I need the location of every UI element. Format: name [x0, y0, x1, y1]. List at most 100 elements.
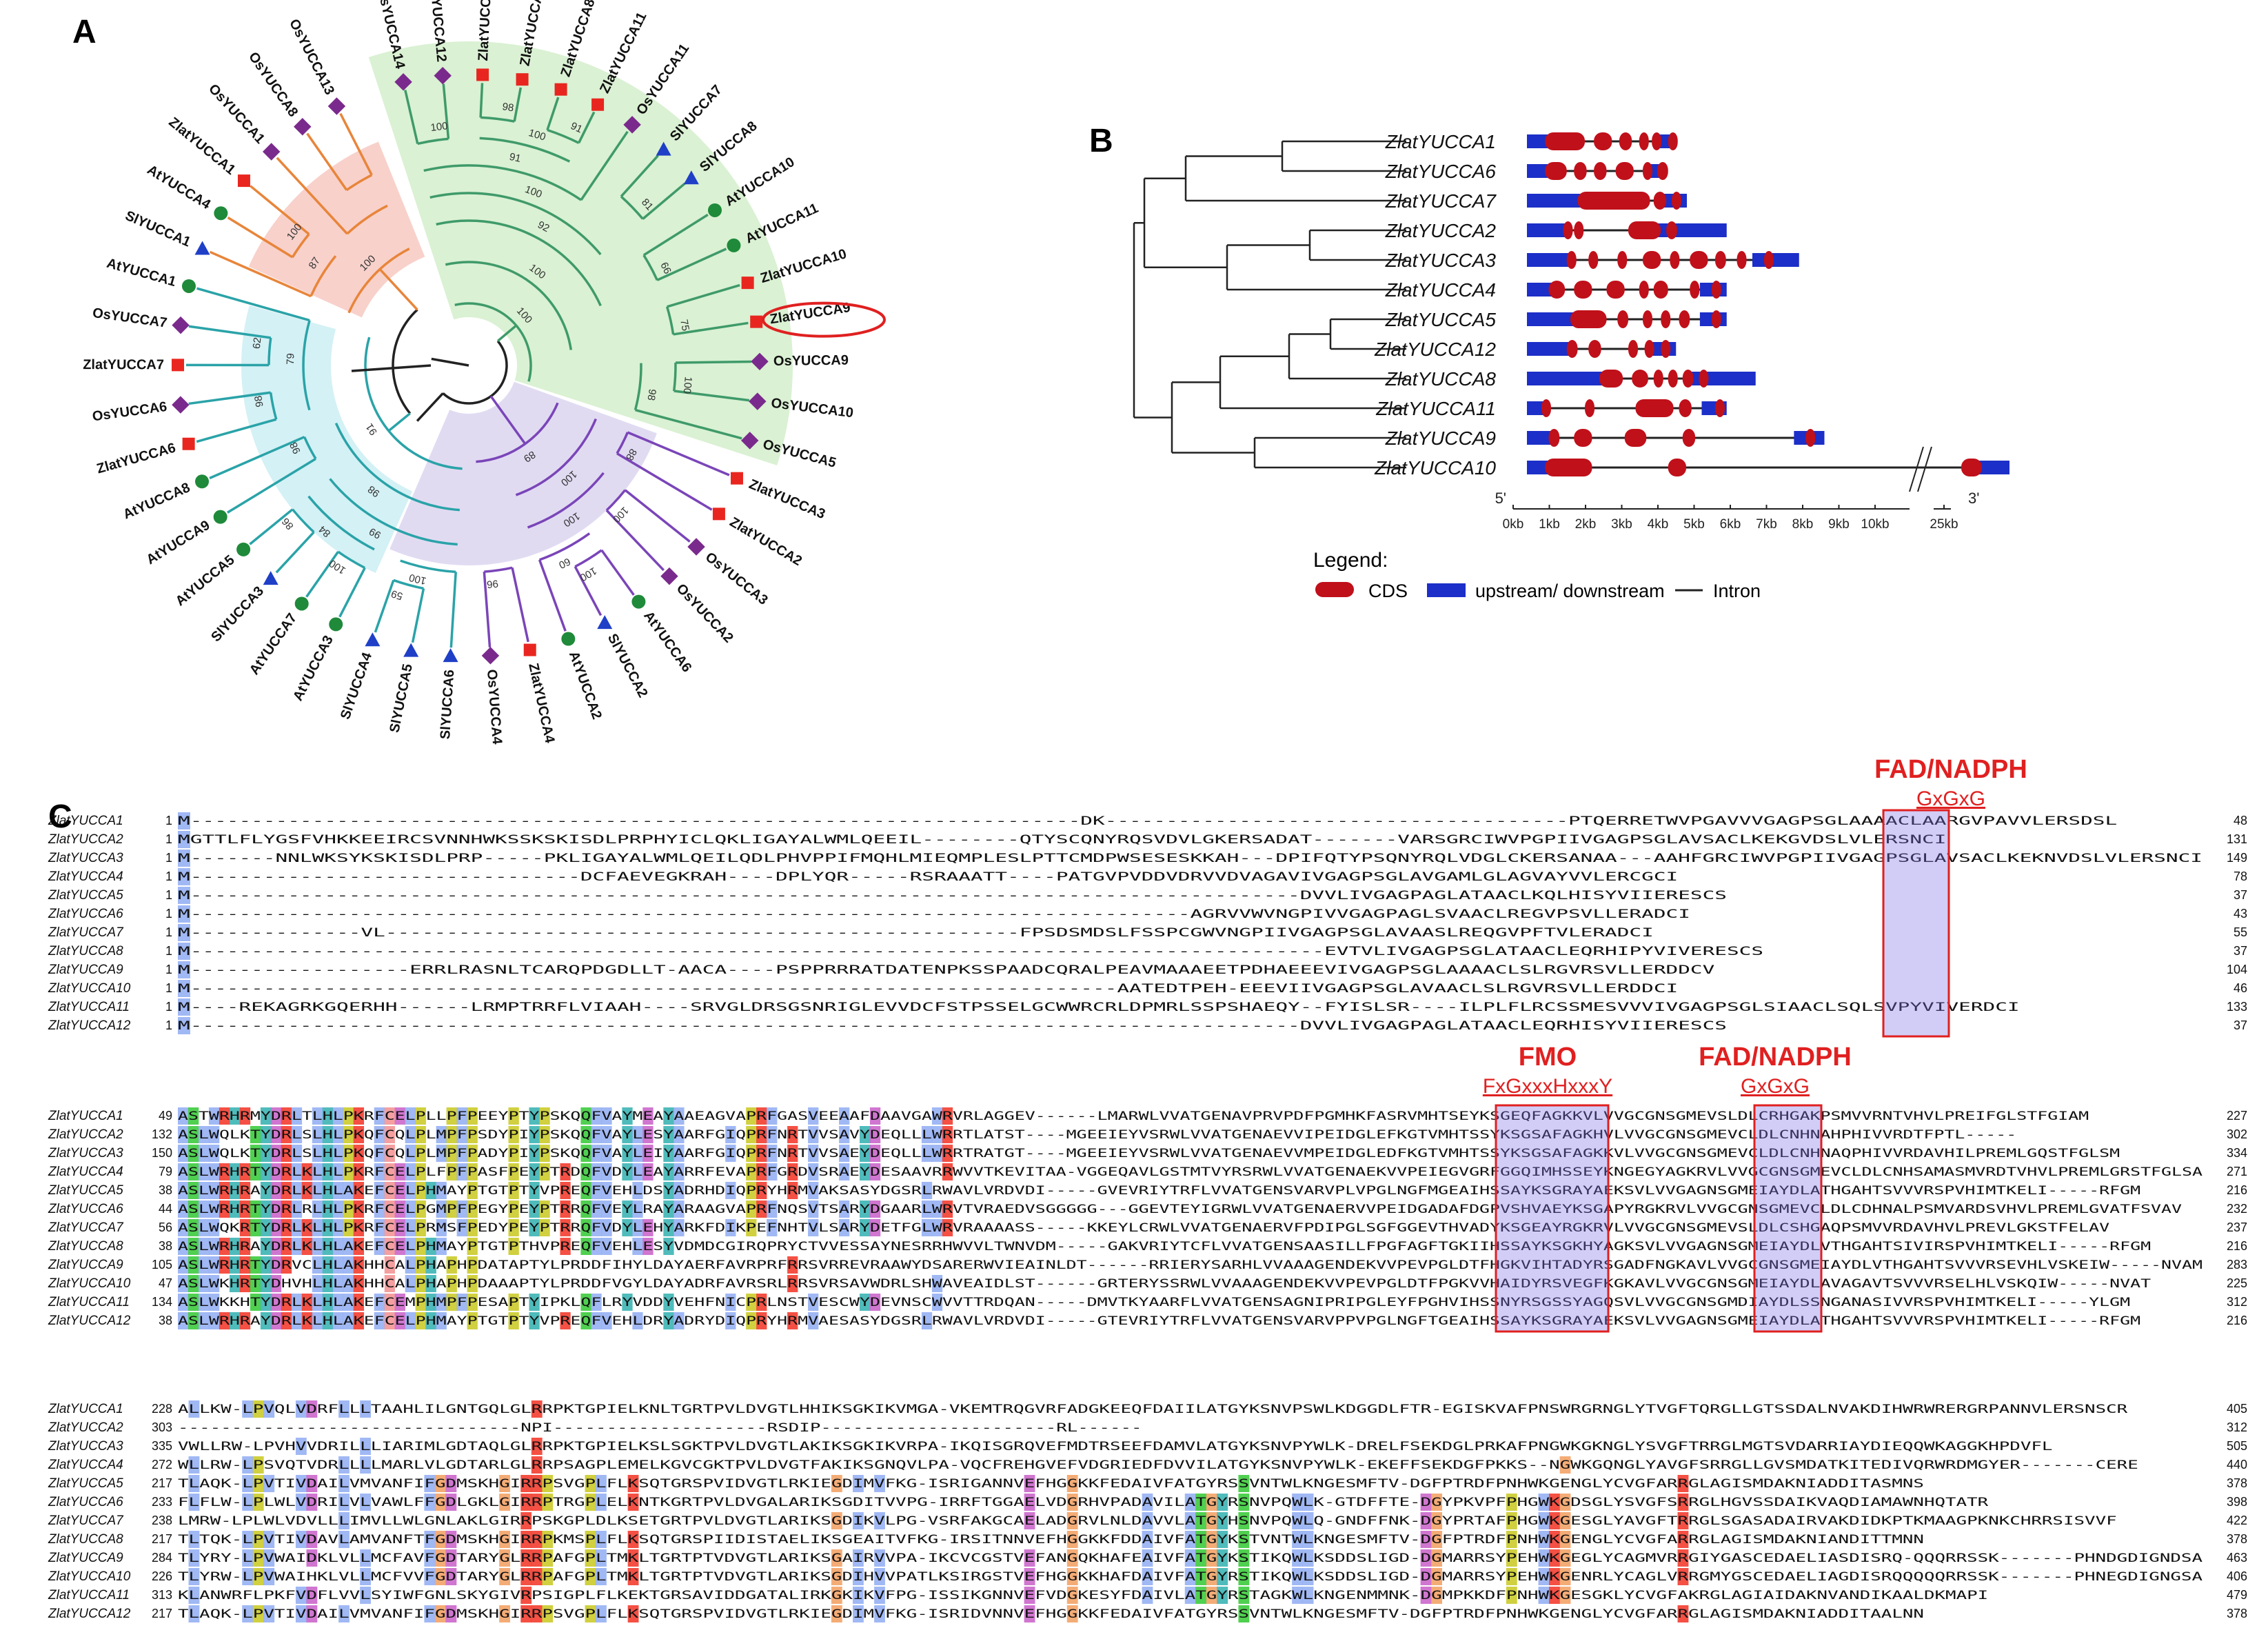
alignment-seq-name: ZlatYUCCA6 [48, 1495, 123, 1509]
residue-cell [931, 1145, 943, 1162]
residue-cell [1559, 1494, 1571, 1511]
residue-cell [1238, 1587, 1250, 1604]
species-marker-zlat [741, 277, 754, 290]
species-marker-zlat [730, 472, 743, 485]
alignment-start-pos: 1 [165, 981, 172, 995]
residue-cell [332, 1126, 344, 1143]
utr5-block [1527, 342, 1574, 356]
residue-cell [178, 812, 190, 830]
residue-cell [270, 1256, 282, 1274]
residue-cell [281, 1294, 292, 1311]
residue-cell [787, 1126, 798, 1143]
residue-cell [343, 1256, 354, 1274]
residue-cell [1184, 1549, 1196, 1567]
tree-branch [489, 395, 527, 445]
species-marker-os [481, 647, 500, 665]
residue-cell [627, 1605, 639, 1622]
gene-name: ZlatYUCCA5 [1385, 309, 1497, 330]
residue-cell [360, 1400, 372, 1418]
cds-block [1574, 221, 1584, 239]
residue-cell [859, 1163, 871, 1180]
tree-branch [580, 130, 629, 201]
residue-cell [281, 1238, 292, 1255]
residue-cell [242, 1568, 254, 1585]
residue-cell [756, 1107, 767, 1125]
tree-node-arc [620, 195, 644, 220]
residue-cell [1549, 1494, 1560, 1511]
bootstrap-label: 98 [366, 483, 383, 500]
residue-cell [1506, 1549, 1517, 1567]
residue-cell [1142, 1512, 1153, 1529]
residue-cell [306, 1587, 318, 1604]
residue-cell [260, 1145, 272, 1162]
residue-cell [467, 1200, 478, 1218]
residue-cell [322, 1312, 334, 1329]
alignment-seq-name: ZlatYUCCA4 [48, 1165, 123, 1179]
bootstrap-label: 100 [408, 572, 427, 587]
residue-cell [188, 1587, 200, 1604]
tree-branch [496, 324, 517, 342]
residue-cell [332, 1312, 344, 1329]
tree-branch [546, 97, 560, 131]
species-marker-sl [194, 241, 210, 255]
bootstrap-label: 99 [367, 525, 383, 541]
residue-cell [208, 1275, 220, 1292]
residue-cell [242, 1475, 254, 1492]
tree-node-arc [347, 248, 410, 314]
cds-block [1699, 370, 1709, 388]
residue-cell [746, 1126, 757, 1143]
species-marker-os [172, 316, 190, 334]
residue-cell [250, 1163, 261, 1180]
residue-cell [239, 1238, 251, 1255]
tree-branch [442, 83, 450, 139]
residue-cell [725, 1294, 736, 1311]
species-marker-at [294, 596, 309, 611]
axis-tick-label: 4kb [1648, 517, 1669, 532]
residue-cell [374, 1107, 385, 1125]
cds-block [1599, 370, 1623, 388]
residue-cell [436, 1238, 447, 1255]
alignment-seq-name: ZlatYUCCA4 [48, 1458, 123, 1472]
residue-cell [1538, 1512, 1550, 1529]
residue-cell [281, 1256, 292, 1274]
gene-name: ZlatYUCCA10 [1374, 457, 1496, 479]
residue-cell [405, 1275, 416, 1292]
bootstrap-label: 100 [430, 120, 449, 134]
residue-cell [343, 1219, 354, 1236]
residue-cell [1238, 1568, 1250, 1585]
residue-cell [1559, 1456, 1571, 1474]
utr5-block [1527, 283, 1556, 297]
alignment-end-pos: 216 [2227, 1239, 2247, 1253]
residue-cell [853, 1549, 864, 1567]
residue-cell [1206, 1512, 1217, 1529]
residue-cell [580, 1126, 591, 1143]
residue-cell [531, 1568, 543, 1585]
residue-cell [1217, 1512, 1228, 1529]
residue-cell [270, 1126, 282, 1143]
residue-cell [1217, 1494, 1228, 1511]
residue-cell [1184, 1531, 1196, 1548]
tree-node-arc [479, 137, 571, 163]
residue-cell [405, 1256, 416, 1274]
tree-leaf-label: OsYUCCA7 [92, 305, 168, 331]
tree-node-arc [329, 478, 458, 546]
residue-cell [270, 1219, 282, 1236]
residue-cell [188, 1107, 199, 1125]
alignment-start-pos: 1 [165, 907, 172, 921]
tree-branch [387, 412, 411, 432]
residue-cell [663, 1126, 674, 1143]
tree-branch [605, 509, 665, 572]
residue-cell [198, 1182, 210, 1199]
residue-cell [591, 1294, 602, 1311]
residue-cell [270, 1182, 282, 1199]
cds-block [1594, 162, 1607, 180]
tree-branch [250, 185, 310, 235]
residue-cell [560, 1312, 571, 1329]
residue-cell [360, 1568, 372, 1585]
cds-block [1541, 399, 1551, 417]
species-marker-os [394, 73, 412, 91]
alignment-start-pos: 44 [159, 1202, 172, 1216]
residue-cell [198, 1163, 210, 1180]
residue-cell [229, 1163, 241, 1180]
